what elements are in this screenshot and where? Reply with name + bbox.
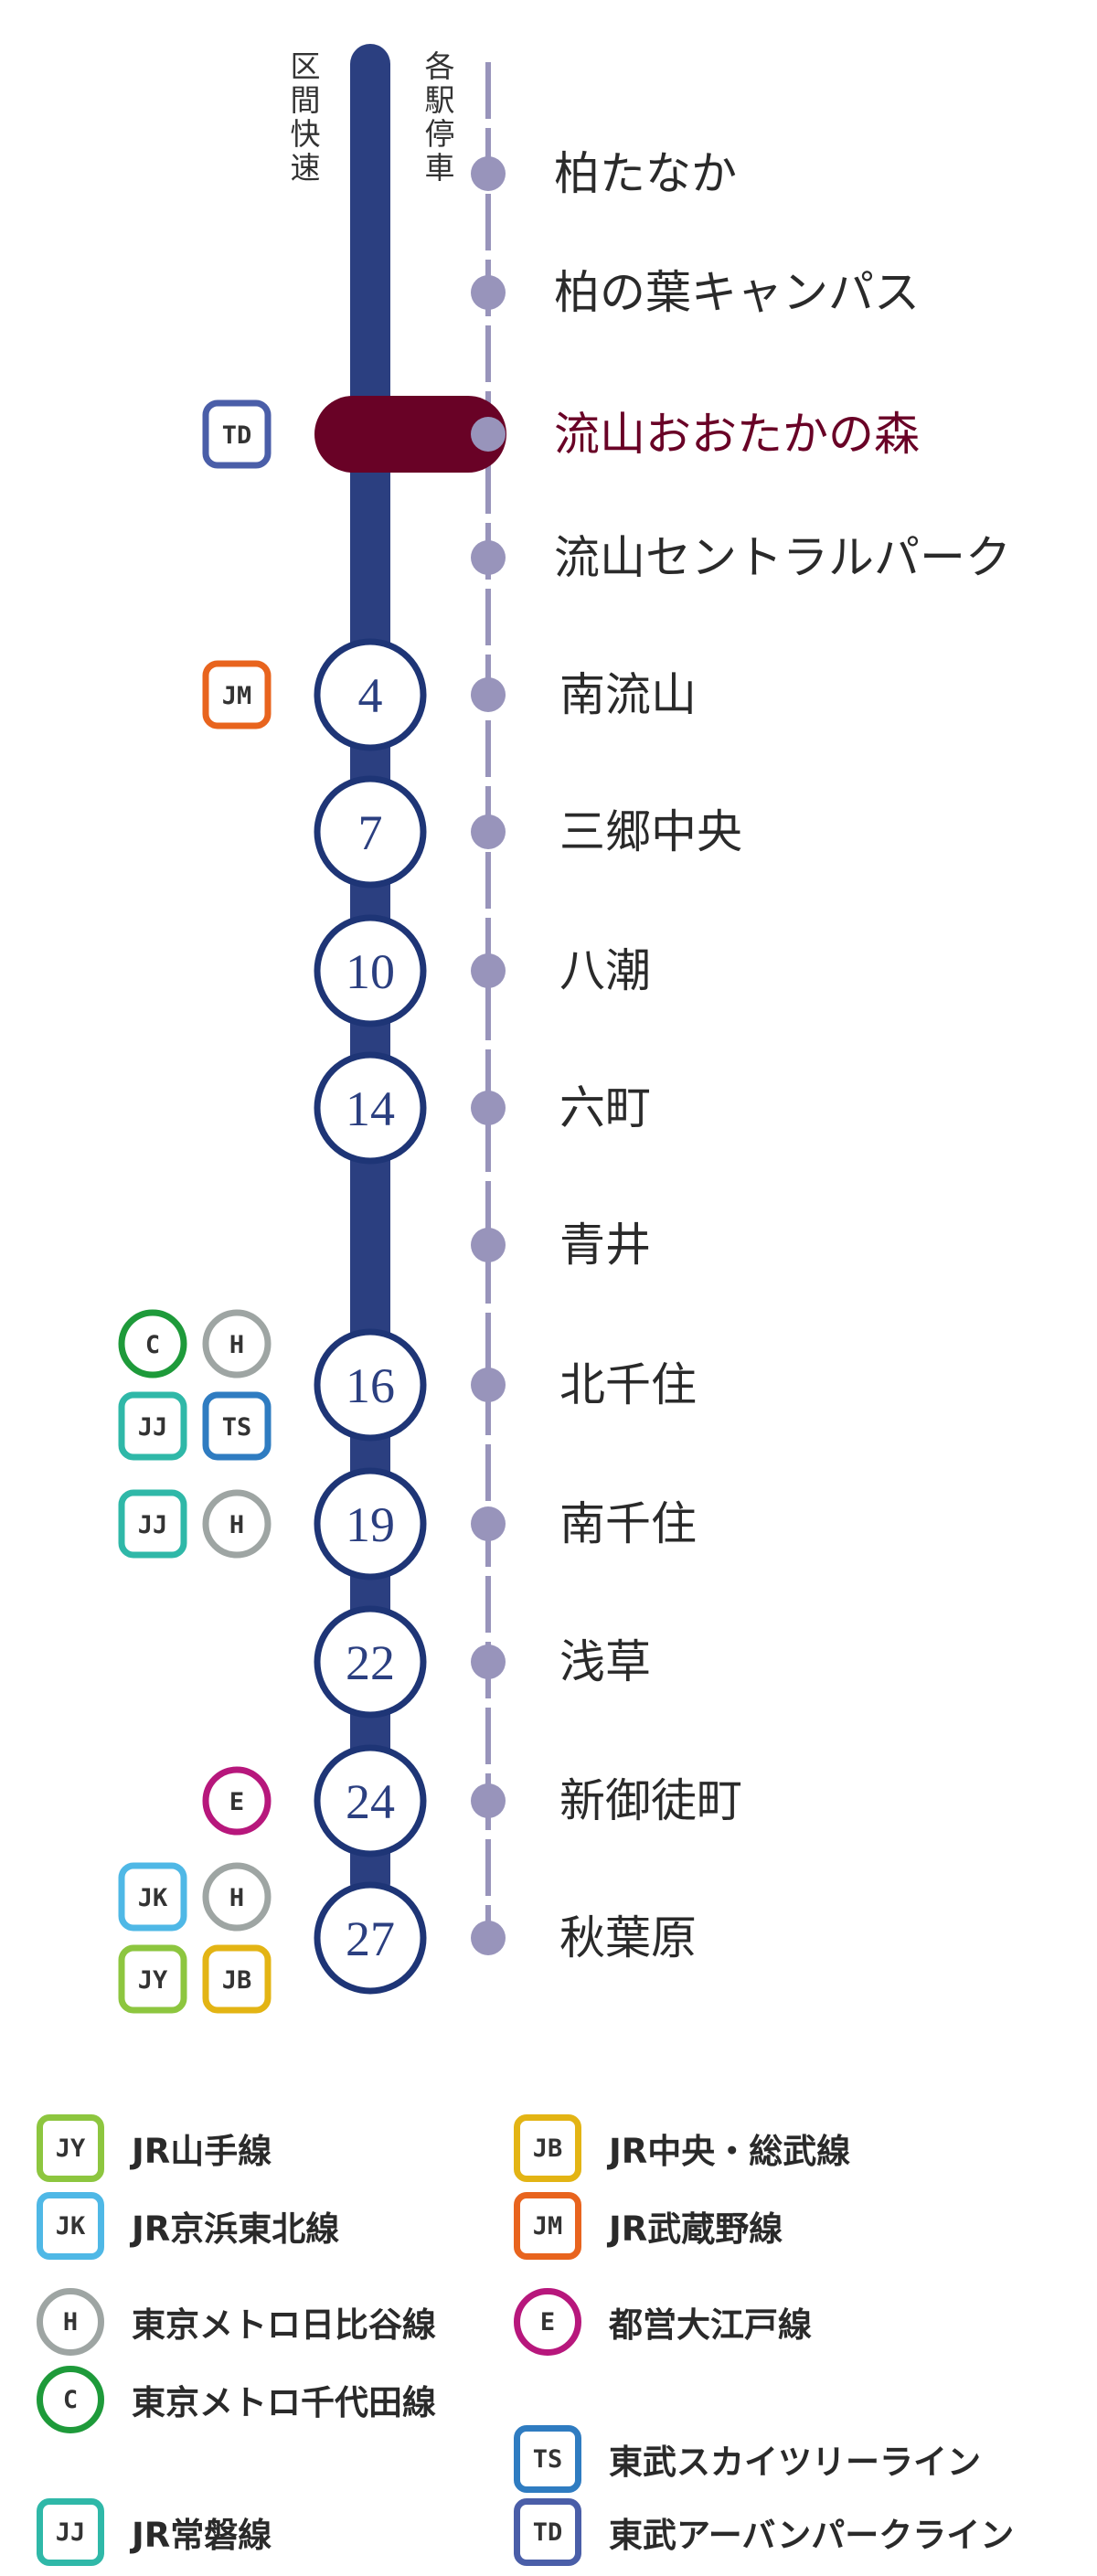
rapid-stop-number: 7 xyxy=(358,805,383,860)
station-name: 三郷中央 xyxy=(559,805,742,858)
local-stop-dot xyxy=(471,275,506,310)
station: 青井 xyxy=(471,1219,651,1272)
rapid-stop-number: 16 xyxy=(346,1358,395,1413)
local-service-label-char: 停 xyxy=(425,116,455,152)
rapid-stop-number: 27 xyxy=(346,1911,395,1966)
rapid-stop-circle xyxy=(314,775,427,889)
rapid-stop-circle xyxy=(314,1881,427,1995)
local-stop-dot xyxy=(471,1506,506,1541)
transfer-badge-c: C xyxy=(118,1309,187,1378)
transfer-badge-h: H xyxy=(202,1309,272,1378)
transfer-badge-jb: JB xyxy=(202,1944,272,2014)
station: 4 南流山 JM xyxy=(202,638,697,751)
transfer-badge-jj: JJ xyxy=(118,1391,187,1461)
station-name: 北千住 xyxy=(559,1358,697,1411)
station-name: 新御徒町 xyxy=(559,1774,742,1827)
rapid-stop-circle xyxy=(314,1051,427,1165)
transfer-badge-ts: TS xyxy=(202,1391,272,1461)
rapid-stop-number: 22 xyxy=(346,1635,395,1690)
station-name: 六町 xyxy=(559,1081,651,1134)
station-name: 八潮 xyxy=(559,944,651,997)
station: 7 三郷中央 xyxy=(314,775,742,889)
station-name: 浅草 xyxy=(559,1635,651,1688)
local-stop-dot xyxy=(471,417,506,452)
station: 19 南千住 JJ H xyxy=(118,1467,697,1581)
local-stop-dot xyxy=(471,540,506,575)
rapid-stop-number: 14 xyxy=(346,1081,395,1136)
local-stop-dot xyxy=(471,953,506,988)
local-service-label-char: 駅 xyxy=(425,82,455,118)
station-name: 流山セントラルパーク xyxy=(554,531,1011,584)
station-name: 青井 xyxy=(559,1219,651,1272)
transfer-badge-jj: JJ xyxy=(118,1489,187,1559)
rapid-stop-number: 10 xyxy=(346,944,395,999)
local-stop-dot xyxy=(471,1783,506,1818)
station: 柏たなか xyxy=(471,147,737,200)
station-name: 秋葉原 xyxy=(559,1911,697,1964)
station-name: 柏たなか xyxy=(554,147,737,200)
transfer-badge-code: JJ xyxy=(138,1511,168,1539)
transfer-badge-code: C xyxy=(145,1331,160,1359)
transfer-badge-code: H xyxy=(229,1884,244,1912)
station: 27 秋葉原 JK H JY JB xyxy=(118,1862,697,2014)
rapid-stop-circle xyxy=(314,1467,427,1581)
rapid-service-label-char: 快 xyxy=(291,116,321,152)
rapid-service-label-char: 区 xyxy=(291,48,321,84)
station: 流山セントラルパーク xyxy=(471,531,1011,584)
rapid-stop-circle xyxy=(314,1605,427,1719)
local-stop-dot xyxy=(471,1091,506,1125)
transfer-badge-code: JB xyxy=(222,1966,252,1995)
transfer-badge-code: H xyxy=(229,1331,244,1359)
transfer-badge-code: JY xyxy=(138,1966,168,1995)
rapid-stop-number: 24 xyxy=(346,1774,395,1829)
transfer-badge-h: H xyxy=(202,1862,272,1932)
local-stop-dot xyxy=(471,1368,506,1402)
local-stop-dot xyxy=(471,814,506,849)
station-name: 南千住 xyxy=(559,1497,697,1550)
station: 24 新御徒町 E xyxy=(202,1744,742,1857)
rapid-stop-circle xyxy=(314,914,427,1027)
transfer-badge-code: H xyxy=(229,1511,244,1539)
local-stop-dot xyxy=(471,1645,506,1679)
rapid-stop-circle xyxy=(314,1744,427,1857)
local-stop-dot xyxy=(471,1921,506,1955)
station: 22 浅草 xyxy=(314,1605,651,1719)
transfer-badge-code: TD xyxy=(222,421,252,450)
transfer-badge-jy: JY xyxy=(118,1944,187,2014)
transfer-badge-code: JK xyxy=(138,1884,168,1912)
rapid-service-label-char: 速 xyxy=(291,150,321,186)
station: 流山おおたかの森 TD xyxy=(202,396,920,473)
station: 10 八潮 xyxy=(314,914,651,1027)
transfer-badge-e: E xyxy=(202,1766,272,1836)
local-stop-dot xyxy=(471,677,506,712)
rapid-stop-number: 19 xyxy=(346,1497,395,1552)
transfer-badge-td: TD xyxy=(202,399,272,469)
rapid-stop-circle xyxy=(314,1328,427,1442)
station: 16 北千住 C H JJ TS xyxy=(118,1309,697,1461)
local-service-label-char: 車 xyxy=(425,150,455,186)
local-service-label-char: 各 xyxy=(425,48,455,84)
transfer-badge-jk: JK xyxy=(118,1862,187,1932)
station-name: 柏の葉キャンパス xyxy=(554,266,920,319)
transfer-badge-code: JM xyxy=(222,682,252,710)
station: 柏の葉キャンパス xyxy=(471,266,920,319)
local-stop-dot xyxy=(471,1228,506,1262)
rapid-stop-number: 4 xyxy=(358,668,383,723)
transfer-badge-code: TS xyxy=(222,1413,252,1442)
transfer-badge-jm: JM xyxy=(202,660,272,729)
rapid-service-label-char: 間 xyxy=(291,82,321,118)
station: 14 六町 xyxy=(314,1051,651,1165)
highlight-stop-pill xyxy=(314,396,506,473)
transfer-badge-code: E xyxy=(229,1788,244,1816)
local-stop-dot xyxy=(471,156,506,191)
station-name: 南流山 xyxy=(559,668,697,721)
station-name: 流山おおたかの森 xyxy=(554,408,920,461)
transfer-badge-h: H xyxy=(202,1489,272,1559)
transfer-badge-code: JJ xyxy=(138,1413,168,1442)
rapid-stop-circle xyxy=(314,638,427,751)
